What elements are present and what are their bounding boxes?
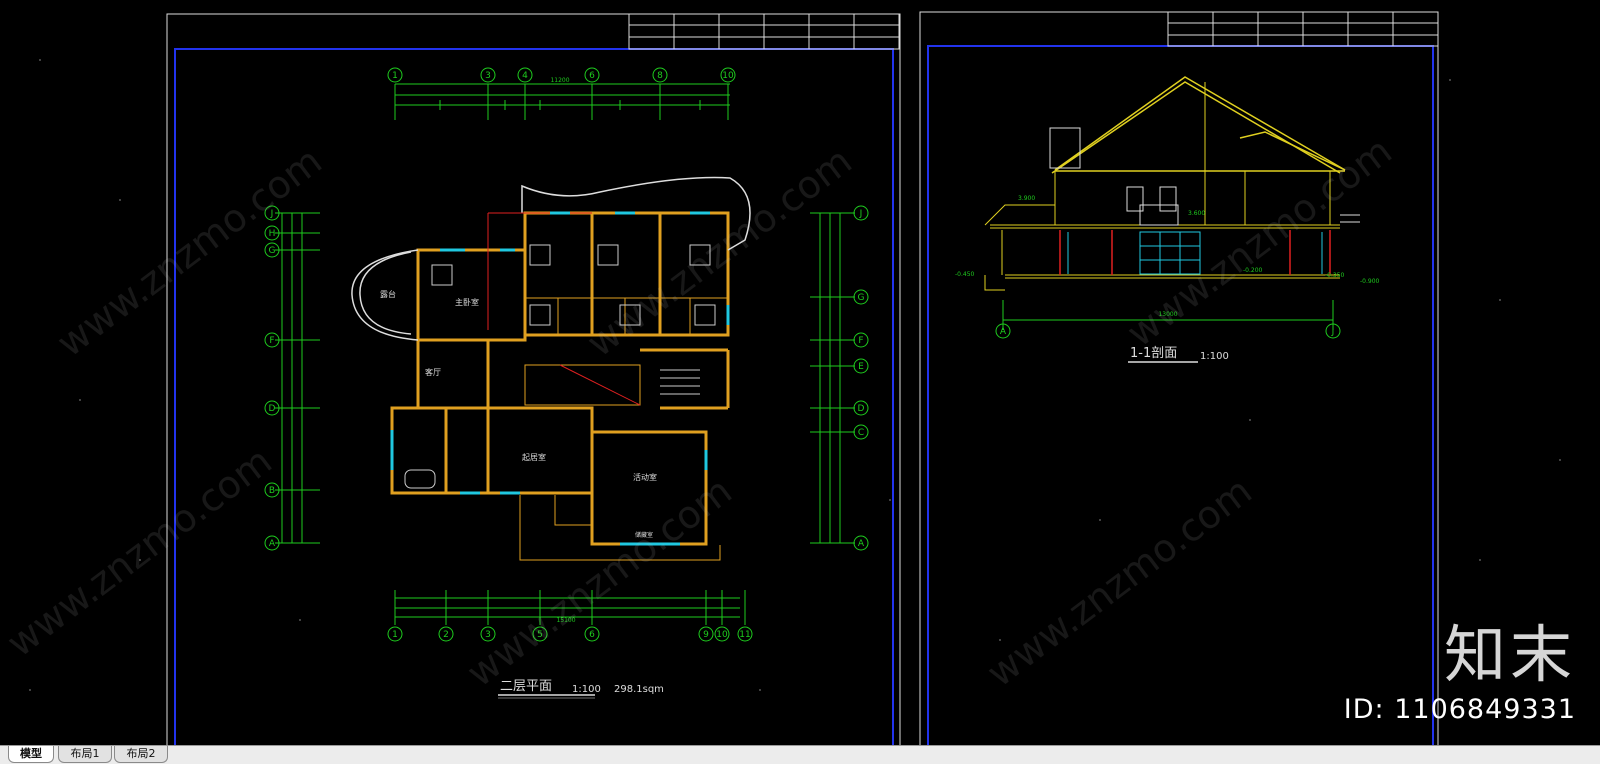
axis-labels-left: J H G F D B A bbox=[269, 209, 276, 549]
axis-labels-right: J G F E D C A bbox=[858, 209, 865, 549]
plan-area: 298.1sqm bbox=[614, 684, 664, 695]
svg-text:6: 6 bbox=[589, 630, 595, 640]
section-red-lines bbox=[1059, 230, 1331, 275]
svg-text:9: 9 bbox=[703, 630, 709, 640]
svg-text:4: 4 bbox=[522, 71, 528, 81]
svg-text:6: 6 bbox=[589, 71, 595, 81]
svg-text:J: J bbox=[270, 209, 274, 219]
svg-text:3.600: 3.600 bbox=[1188, 210, 1205, 217]
asset-id: ID: 1106849331 bbox=[1343, 694, 1576, 725]
tab-layout1[interactable]: 布局1 bbox=[58, 746, 112, 763]
svg-text:D: D bbox=[269, 404, 276, 414]
svg-text:-0.450: -0.450 bbox=[955, 271, 975, 278]
balcony-outlines bbox=[351, 176, 751, 341]
svg-text:11: 11 bbox=[739, 630, 750, 640]
axis-bubbles-left bbox=[264, 205, 280, 551]
section-roof bbox=[1051, 76, 1346, 174]
svg-text:-0.900: -0.900 bbox=[1360, 278, 1380, 285]
plan-windows bbox=[390, 211, 730, 546]
svg-text:-0.350: -0.350 bbox=[1325, 272, 1345, 279]
svg-text:J: J bbox=[859, 209, 863, 219]
svg-text:-0.200: -0.200 bbox=[1243, 267, 1263, 274]
svg-text:5: 5 bbox=[537, 630, 543, 640]
axis-bubbles-top bbox=[387, 67, 736, 83]
svg-text:15100: 15100 bbox=[556, 617, 575, 624]
sheet-left-frame bbox=[174, 48, 894, 745]
section-dimensions bbox=[995, 300, 1341, 339]
brand-logo: 知末 bbox=[1443, 618, 1576, 691]
svg-text:1: 1 bbox=[392, 71, 398, 81]
svg-text:J: J bbox=[1331, 327, 1335, 337]
section-details bbox=[1049, 127, 1360, 226]
plan-dimensions-sides bbox=[275, 212, 855, 544]
axis-labels-top: 1 3 4 6 8 10 11200 bbox=[392, 71, 734, 84]
svg-text:E: E bbox=[858, 362, 864, 372]
plan-title-group: 二层平面 1:100 298.1sqm bbox=[498, 679, 664, 699]
svg-text:3.900: 3.900 bbox=[1018, 195, 1035, 202]
cad-model-space[interactable]: 1 3 4 6 8 10 11200 1 2 3 5 6 9 10 11 151… bbox=[0, 0, 1600, 745]
section-title: 1-1剖面 bbox=[1130, 346, 1177, 361]
svg-text:A: A bbox=[858, 539, 865, 549]
svg-text:2: 2 bbox=[443, 630, 449, 640]
tab-layout2[interactable]: 布局2 bbox=[114, 746, 168, 763]
svg-text:G: G bbox=[269, 246, 276, 256]
room-labels: 露台 主卧室 客厅 起居室 活动室 储藏室 bbox=[380, 289, 657, 539]
title-block-left bbox=[628, 13, 900, 50]
svg-text:储藏室: 储藏室 bbox=[635, 531, 653, 539]
plan-fixtures bbox=[404, 244, 716, 489]
svg-text:D: D bbox=[858, 404, 865, 414]
svg-text:1: 1 bbox=[392, 630, 398, 640]
plan-title: 二层平面 bbox=[500, 679, 552, 694]
axis-bubbles-right bbox=[853, 205, 869, 551]
section-title-group: 1-1剖面 1:100 bbox=[1128, 346, 1229, 363]
svg-text:F: F bbox=[858, 336, 863, 346]
sheet-left-border bbox=[166, 13, 901, 745]
section-glazing bbox=[1067, 231, 1323, 275]
svg-text:起居室: 起居室 bbox=[522, 452, 546, 462]
plan-interior bbox=[519, 297, 728, 561]
svg-text:10: 10 bbox=[716, 630, 728, 640]
svg-text:11200: 11200 bbox=[550, 77, 569, 84]
svg-text:3: 3 bbox=[485, 630, 491, 640]
tab-model[interactable]: 模型 bbox=[8, 746, 54, 763]
svg-text:客厅: 客厅 bbox=[425, 367, 441, 377]
section-labels: A J 13000 3.900 -0.450 -0.200 -0.350 -0.… bbox=[955, 195, 1380, 337]
plan-red-lines bbox=[487, 212, 641, 406]
plan-dimensions-top bbox=[394, 83, 730, 120]
drawing-canvas: 1 3 4 6 8 10 11200 1 2 3 5 6 9 10 11 151… bbox=[29, 11, 1561, 745]
brand-watermark: 知末 ID: 1106849331 bbox=[1343, 618, 1576, 726]
plan-dimensions-bottom bbox=[394, 590, 746, 625]
svg-text:活动室: 活动室 bbox=[633, 472, 657, 482]
svg-text:露台: 露台 bbox=[380, 289, 396, 299]
section-scale: 1:100 bbox=[1200, 351, 1229, 362]
layout-tab-bar: 模型 布局1 布局2 bbox=[0, 745, 1600, 764]
svg-text:主卧室: 主卧室 bbox=[455, 297, 479, 307]
svg-text:C: C bbox=[858, 428, 864, 438]
svg-text:8: 8 bbox=[657, 71, 663, 81]
svg-text:3: 3 bbox=[485, 71, 491, 81]
svg-text:F: F bbox=[269, 336, 274, 346]
section-walls bbox=[984, 82, 1340, 291]
svg-text:13000: 13000 bbox=[1158, 311, 1177, 318]
svg-text:B: B bbox=[269, 486, 275, 496]
svg-text:A: A bbox=[1000, 327, 1007, 337]
background-dots bbox=[29, 59, 1561, 691]
svg-text:A: A bbox=[269, 539, 276, 549]
title-block-right bbox=[1167, 11, 1439, 47]
plan-scale: 1:100 bbox=[572, 684, 601, 695]
svg-text:H: H bbox=[269, 229, 276, 239]
axis-labels-bottom: 1 2 3 5 6 9 10 11 15100 bbox=[392, 617, 751, 640]
axis-bubbles-bottom bbox=[387, 626, 753, 642]
svg-text:10: 10 bbox=[722, 71, 734, 81]
svg-text:G: G bbox=[858, 293, 865, 303]
